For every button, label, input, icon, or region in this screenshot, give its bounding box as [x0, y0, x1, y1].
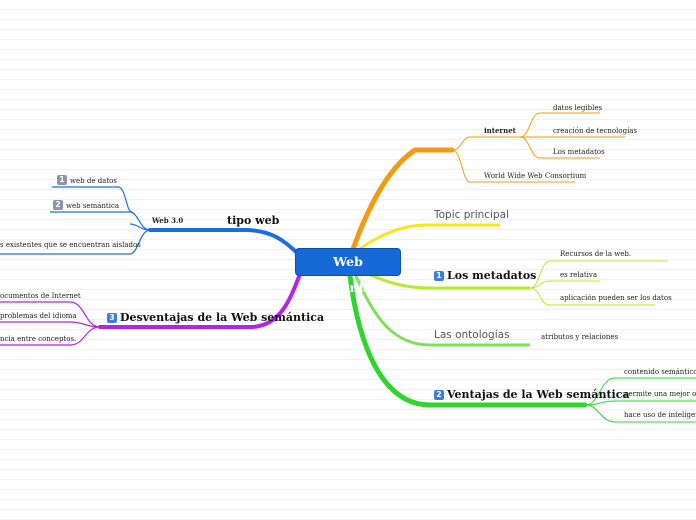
node-documentos-internet[interactable]: ocumentos de Internet — [0, 292, 81, 300]
number-badge-icon: 2 — [434, 390, 444, 400]
number-badge-icon: 3 — [107, 313, 117, 323]
node-es-relativa[interactable]: es relativa — [560, 271, 598, 279]
node-los-metadatos-sub[interactable]: Los metadatos — [553, 148, 605, 156]
node-recursos-web[interactable]: Recursos de la web. — [560, 250, 632, 258]
node-topic-principal[interactable]: Topic principal — [434, 209, 510, 221]
node-contenido-semantico[interactable]: contenido semántico a las — [624, 368, 696, 376]
branch-yellow — [357, 223, 500, 252]
node-atributos-relaciones[interactable]: atributos y relaciones — [541, 333, 619, 341]
node-web-semantica-label: web semántica — [66, 202, 120, 210]
number-badge-icon: 1 — [57, 175, 67, 185]
branch-orange — [349, 147, 455, 255]
branch-green — [347, 273, 588, 408]
node-problemas-idioma[interactable]: problemas del idioma — [0, 312, 77, 320]
branch-purple — [98, 272, 302, 329]
node-conceptos[interactable]: ncia entre conceptos. — [0, 335, 77, 343]
node-creacion-tecnologias[interactable]: creación de tecnologías — [553, 127, 638, 135]
node-inteligencia[interactable]: hace uso de inteligencia a — [624, 411, 696, 419]
central-topic[interactable]: Web Semántica — [296, 249, 400, 295]
node-ventajas-label: Ventajas de la Web semántica — [447, 388, 630, 401]
node-las-ontologias[interactable]: Las ontologías — [434, 329, 510, 341]
node-web-de-datos-label: web de datos — [70, 177, 117, 185]
node-mejor-organizacion[interactable]: permite una mejor organiz — [624, 390, 696, 398]
node-desventajas-label: Desventajas de la Web semántica — [120, 311, 325, 324]
node-datos-legibles[interactable]: datos legibles — [553, 104, 603, 112]
node-tipo-web[interactable]: tipo web — [227, 214, 280, 227]
node-existentes-aislados[interactable]: s existentes que se encuentran aislados — [0, 241, 141, 249]
number-badge-icon: 1 — [434, 271, 444, 281]
branch-blue — [148, 228, 302, 258]
node-world-wide-web-consortium[interactable]: World Wide Web Consortium — [484, 172, 587, 180]
node-aplicacion-datos[interactable]: aplicación pueden ser los datos — [560, 294, 672, 302]
number-badge-icon: 2 — [53, 200, 63, 210]
branch-light-green — [354, 275, 530, 347]
node-los-metadatos-label: Los metadatos — [447, 269, 537, 282]
node-web-3-0[interactable]: Web 3.0 — [152, 216, 184, 225]
node-internet[interactable]: internet — [484, 126, 516, 135]
